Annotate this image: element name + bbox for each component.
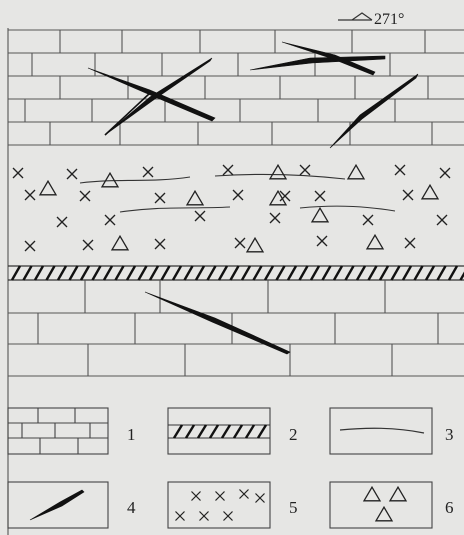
upper-veins bbox=[88, 42, 418, 148]
hatch-stroke bbox=[311, 266, 319, 280]
hatch-stroke bbox=[300, 266, 308, 280]
cross-symbol-icon bbox=[168, 482, 270, 528]
hatch-stroke bbox=[12, 266, 20, 280]
hatch-stroke bbox=[380, 266, 388, 280]
hatch-stroke bbox=[81, 266, 89, 280]
triangle-symbol-icon bbox=[330, 482, 432, 528]
legend-number-4: 4 bbox=[127, 498, 136, 517]
hatch-stroke bbox=[334, 266, 342, 280]
legend-number-6: 6 bbox=[445, 498, 454, 517]
legend-item-5: 5 bbox=[168, 482, 298, 528]
triangle-mark bbox=[348, 165, 364, 179]
legend-number-3: 3 bbox=[445, 425, 454, 444]
orientation-marker: 271° bbox=[338, 11, 404, 28]
triangle-mark bbox=[364, 487, 380, 501]
hatch-stroke bbox=[24, 266, 32, 280]
hatched-layer-icon bbox=[168, 408, 270, 454]
hatch-stroke bbox=[403, 266, 411, 280]
legend: 1 2 3 bbox=[8, 408, 454, 528]
legend-item-2: 2 bbox=[168, 408, 298, 454]
hatch-stroke bbox=[185, 266, 193, 280]
hatch-stroke bbox=[415, 266, 423, 280]
hatch-stroke bbox=[346, 266, 354, 280]
hatch-stroke bbox=[58, 266, 66, 280]
hatch-stroke bbox=[162, 266, 170, 280]
triangle-mark bbox=[40, 181, 56, 195]
legend-item-6: 6 bbox=[330, 482, 454, 528]
brick-limestone-icon bbox=[8, 408, 108, 454]
hatch-stroke bbox=[219, 266, 227, 280]
triangle-mark bbox=[312, 208, 328, 222]
hatched-band bbox=[8, 266, 464, 280]
legend-number-2: 2 bbox=[289, 425, 298, 444]
hatch-stroke bbox=[116, 266, 124, 280]
hatch-stroke bbox=[288, 266, 296, 280]
triangle-mark bbox=[247, 238, 263, 252]
hatch-stroke bbox=[35, 266, 43, 280]
hatch-stroke bbox=[369, 266, 377, 280]
lens-vein-icon bbox=[8, 482, 108, 528]
hatch-stroke bbox=[438, 266, 446, 280]
hatch-stroke bbox=[208, 266, 216, 280]
triangle-mark bbox=[270, 165, 286, 179]
upper-brick-unit bbox=[8, 30, 464, 145]
hatch-stroke bbox=[70, 266, 78, 280]
triangle-mark bbox=[102, 173, 118, 187]
hatch-stroke bbox=[254, 266, 262, 280]
triangle-mark bbox=[422, 185, 438, 199]
legend-number-1: 1 bbox=[127, 425, 136, 444]
hatch-stroke bbox=[47, 266, 55, 280]
hatch-stroke bbox=[150, 266, 158, 280]
triangle-mark bbox=[367, 235, 383, 249]
curved-line-icon bbox=[330, 408, 432, 454]
orientation-label: 271° bbox=[374, 11, 404, 28]
hatch-stroke bbox=[139, 266, 147, 280]
breccia-flow-lines bbox=[80, 174, 395, 212]
hatch-stroke bbox=[392, 266, 400, 280]
legend-item-1: 1 bbox=[8, 408, 136, 454]
hatch-stroke bbox=[231, 266, 239, 280]
hatch-stroke bbox=[277, 266, 285, 280]
hatch-stroke bbox=[265, 266, 273, 280]
triangle-mark bbox=[390, 487, 406, 501]
hatch-stroke bbox=[173, 266, 181, 280]
hatch-stroke bbox=[449, 266, 457, 280]
legend-item-4: 4 bbox=[8, 482, 136, 528]
hatch-stroke bbox=[93, 266, 101, 280]
legend-item-3: 3 bbox=[330, 408, 454, 454]
triangle-mark bbox=[112, 236, 128, 250]
hatch-stroke bbox=[323, 266, 331, 280]
hatch-stroke bbox=[242, 266, 250, 280]
hatch-stroke bbox=[426, 266, 434, 280]
legend-number-5: 5 bbox=[289, 498, 298, 517]
hatch-stroke bbox=[127, 266, 135, 280]
hatch-stroke bbox=[461, 266, 464, 280]
hatch-stroke bbox=[357, 266, 365, 280]
triangle-mark bbox=[187, 191, 203, 205]
hatch-stroke bbox=[104, 266, 112, 280]
breccia-crosses bbox=[13, 165, 450, 251]
triangle-mark bbox=[376, 507, 392, 521]
hatch-stroke bbox=[196, 266, 204, 280]
